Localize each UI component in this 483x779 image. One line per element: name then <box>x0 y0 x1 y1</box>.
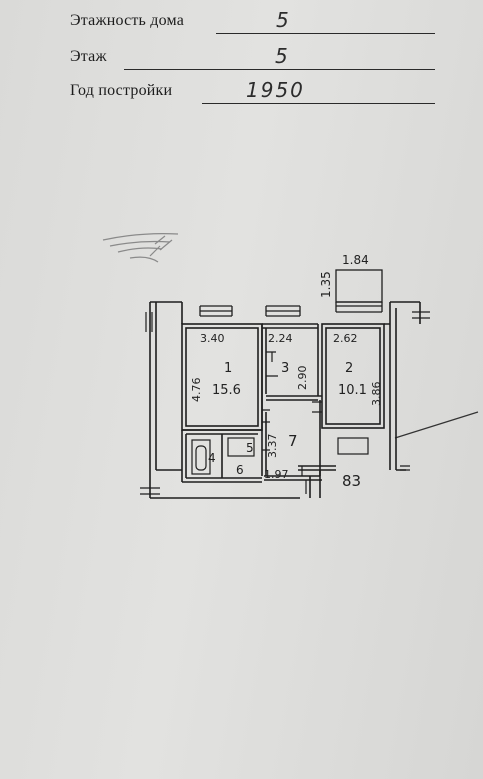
leader-line <box>394 411 479 439</box>
window-corridor <box>265 305 301 317</box>
floor-value: 5 <box>275 44 288 68</box>
wc-fixture <box>227 437 255 457</box>
apartment-number: 83 <box>342 472 361 490</box>
room2-outline <box>321 323 385 429</box>
room1-number: 1 <box>224 361 232 376</box>
stove <box>337 437 369 455</box>
hall-width-label: 1.97 <box>264 468 289 481</box>
paper-marks <box>102 233 479 439</box>
room2-width-label: 2.62 <box>333 332 358 345</box>
balcony-width-label: 1.84 <box>342 253 369 267</box>
year-row: Год постройки 1950 <box>70 74 435 104</box>
room1-area: 15.6 <box>212 383 241 398</box>
corridor-width-label: 2.24 <box>268 332 293 345</box>
entrance-walls <box>298 465 336 498</box>
year-underline <box>202 103 435 104</box>
smudge-mark <box>102 233 179 263</box>
hall-length-label: 3.37 <box>266 434 279 459</box>
window-room1 <box>199 305 233 317</box>
floor-row: Этаж 5 <box>70 40 435 70</box>
bath-wc-walls <box>181 429 262 483</box>
corridor-marks <box>266 351 278 377</box>
dimension-labels: 1.84 1.35 3.40 4.76 1 15.6 2.24 2.90 3 2… <box>190 253 383 490</box>
floors-value: 5 <box>276 8 289 32</box>
balcony-depth-label: 1.35 <box>319 271 333 298</box>
room2-area: 10.1 <box>338 383 367 398</box>
corridor-number: 3 <box>281 361 289 376</box>
hall-walls <box>264 395 322 481</box>
corridor-length-label: 2.90 <box>296 366 309 391</box>
details <box>140 311 430 495</box>
floors-row: Этажность дома 5 <box>70 4 435 34</box>
floor-underline <box>124 69 435 70</box>
bathtub-basin <box>195 445 207 471</box>
room1-inner-outline <box>185 327 259 427</box>
window-room2 <box>335 301 383 313</box>
wall-joins <box>181 302 421 325</box>
room1-length-label: 4.76 <box>190 378 203 403</box>
floors-label: Этажность дома <box>70 12 185 29</box>
smudge-hatch <box>149 235 173 257</box>
bathtub <box>191 439 211 475</box>
floor-label: Этаж <box>70 48 107 65</box>
room2-inner-outline <box>325 327 381 425</box>
outer-walls <box>149 301 421 499</box>
year-label: Год постройки <box>70 82 173 99</box>
window-marks <box>199 269 383 317</box>
room2-length-label: 3.86 <box>370 382 383 407</box>
room1-width-label: 3.40 <box>200 332 225 345</box>
hall-number: 7 <box>288 432 298 450</box>
wc-number: 5 <box>246 441 254 455</box>
bath-number: 4 <box>208 451 216 465</box>
balcony <box>335 269 383 303</box>
room2-number: 2 <box>345 361 353 376</box>
door-ticks <box>140 311 430 495</box>
floors-underline <box>216 33 435 34</box>
corridor-walls <box>261 323 322 476</box>
year-value: 1950 <box>246 78 305 102</box>
kitchen-number: 6 <box>236 463 244 477</box>
